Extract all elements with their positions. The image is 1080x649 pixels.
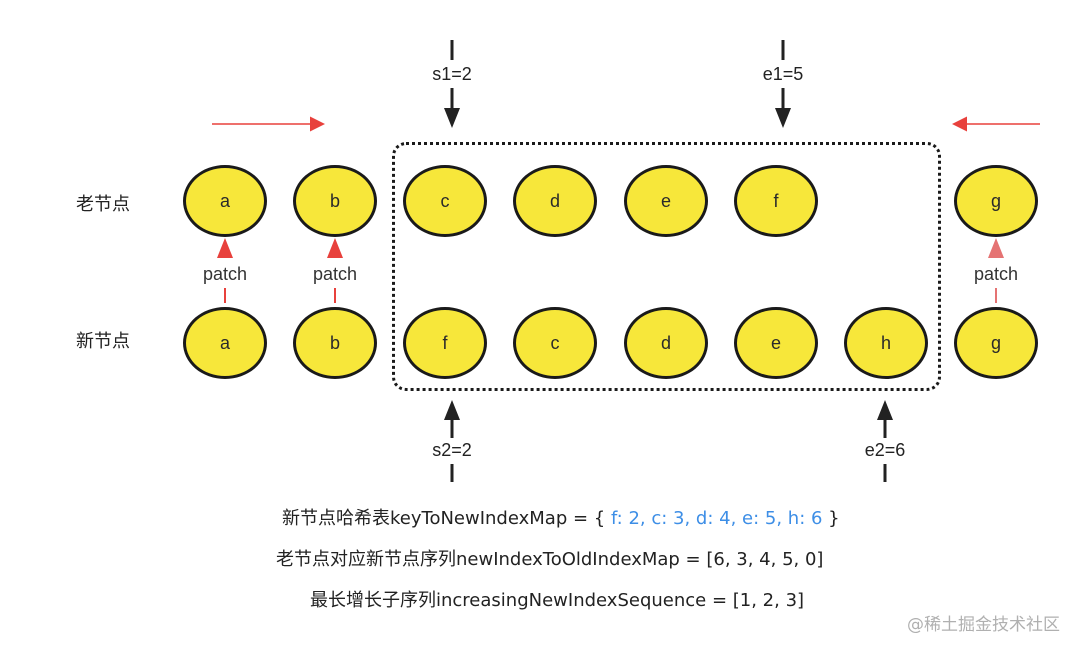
old-node-f: f <box>734 165 818 237</box>
old-node-c: c <box>403 165 487 237</box>
new-node-e: e <box>734 307 818 379</box>
new-node-h: h <box>844 307 928 379</box>
watermark: @稀土掘金技术社区 <box>907 615 1060 635</box>
new-row-label: 新节点 <box>76 331 130 352</box>
old-node-e: e <box>624 165 708 237</box>
new-node-f: f <box>403 307 487 379</box>
line1-suffix: } <box>828 508 840 529</box>
patch-label-g: patch <box>973 264 1019 284</box>
e2-pointer-arrow <box>877 400 893 482</box>
old-node-d: d <box>513 165 597 237</box>
patch-arrow-g <box>988 238 1004 303</box>
e2-label: e2=6 <box>864 440 906 460</box>
old-node-g: g <box>954 165 1038 237</box>
new-node-a: a <box>183 307 267 379</box>
s1-label: s1=2 <box>432 64 472 84</box>
old-row-label: 老节点 <box>76 194 130 215</box>
patch-label-b: patch <box>312 264 358 284</box>
new-node-g: g <box>954 307 1038 379</box>
increasing-sequence-line: 最长增长子序列increasingNewIndexSequence = [1, … <box>310 590 805 611</box>
e1-label: e1=5 <box>762 64 804 84</box>
patch-arrow-b <box>327 238 343 303</box>
line1-prefix: 新节点哈希表keyToNewIndexMap = { <box>282 508 606 529</box>
s2-pointer-arrow <box>444 400 460 482</box>
new-node-b: b <box>293 307 377 379</box>
new-node-c: c <box>513 307 597 379</box>
s2-label: s2=2 <box>432 440 472 460</box>
patch-arrow-a <box>217 238 233 303</box>
new-node-d: d <box>624 307 708 379</box>
old-node-a: a <box>183 165 267 237</box>
new-index-to-old-index-map-line: 老节点对应新节点序列newIndexToOldIndexMap = [6, 3,… <box>276 549 824 570</box>
e1-pointer-arrow <box>775 40 791 128</box>
s1-pointer-arrow <box>444 40 460 128</box>
unknown-sequence-box <box>392 142 941 391</box>
patch-label-a: patch <box>202 264 248 284</box>
old-node-b: b <box>293 165 377 237</box>
line1-map-values: f: 2, c: 3, d: 4, e: 5, h: 6 <box>605 508 829 529</box>
key-to-new-index-map-line: 新节点哈希表keyToNewIndexMap = { f: 2, c: 3, d… <box>282 504 840 530</box>
